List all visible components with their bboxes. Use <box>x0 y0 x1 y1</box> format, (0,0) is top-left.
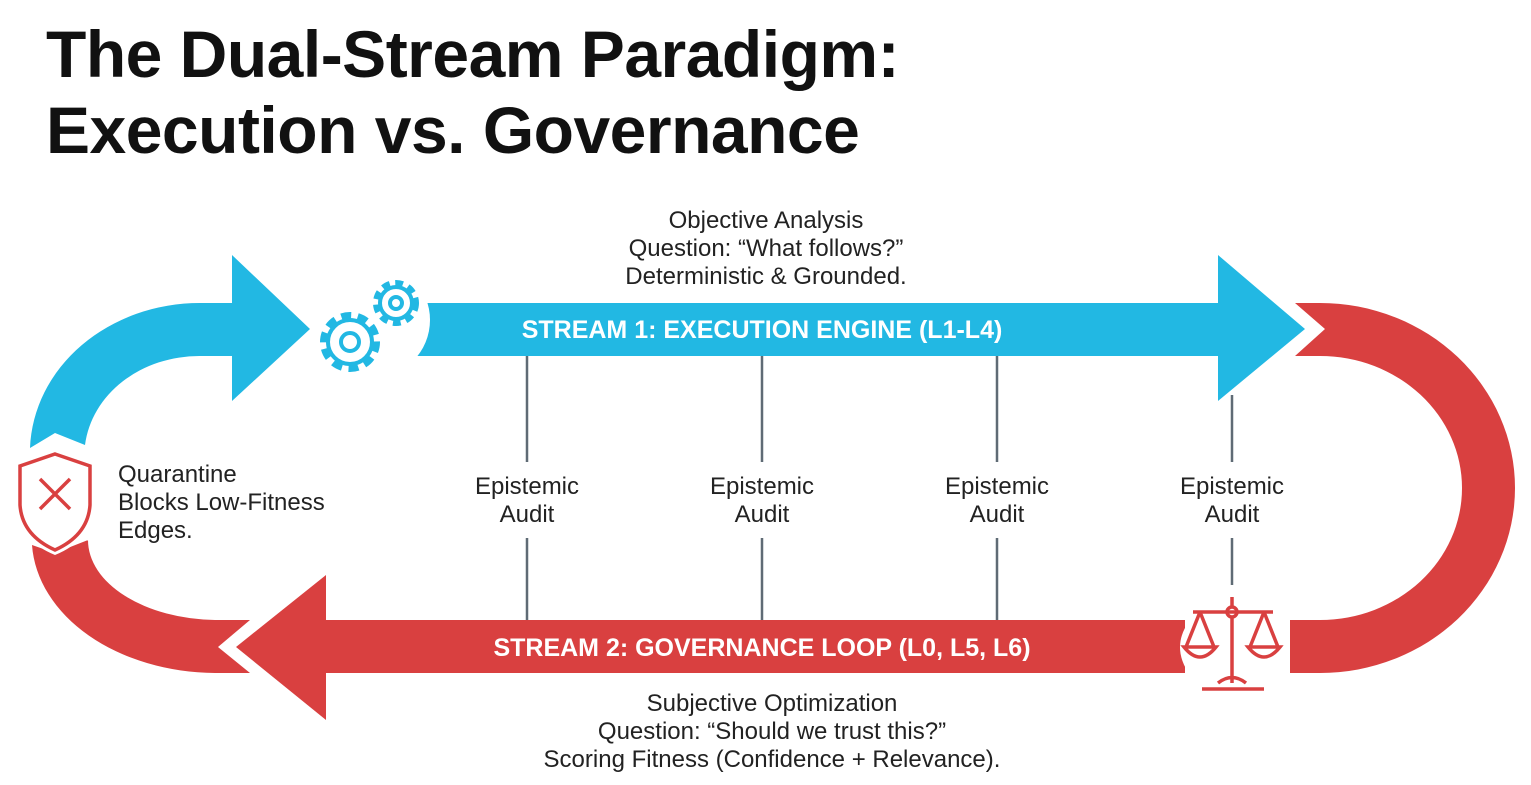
audit-label-1: Epistemic <box>1180 473 1284 500</box>
audit-connectors <box>525 356 1234 620</box>
page-title: The Dual-Stream Paradigm:Execution vs. G… <box>46 16 900 168</box>
stream1-arrows <box>30 255 1305 448</box>
epistemic-audit-2: Epistemic Audit <box>710 473 814 528</box>
epistemic-audit-3: Epistemic Audit <box>945 473 1049 528</box>
stream1-label: STREAM 1: EXECUTION ENGINE (L1-L4) <box>522 316 1003 344</box>
stream2-main-arrow <box>236 575 1185 720</box>
audit-label-2: Audit <box>1205 501 1260 528</box>
epistemic-audit-4: Epistemic Audit <box>1180 473 1284 528</box>
stream1-left-arc <box>30 255 310 448</box>
audit-label-2: Audit <box>970 501 1025 528</box>
audit-label-1: Epistemic <box>945 473 1049 500</box>
stream2-left-arc <box>32 540 250 673</box>
gears-icon <box>314 262 430 378</box>
stream1-caption-3: Deterministic & Grounded. <box>625 263 906 290</box>
quarantine-line-3: Edges. <box>118 517 193 544</box>
quarantine-line-2: Blocks Low-Fitness <box>118 489 325 516</box>
title-line-2: Execution vs. Governance <box>46 93 860 167</box>
title-line-1: The Dual-Stream Paradigm: <box>46 17 900 91</box>
stream1-main-arrow <box>395 255 1305 401</box>
shield-x-icon <box>15 448 95 555</box>
stream1-caption-2: Question: “What follows?” <box>629 235 904 262</box>
stream2-label: STREAM 2: GOVERNANCE LOOP (L0, L5, L6) <box>493 634 1030 662</box>
audit-label-2: Audit <box>735 501 790 528</box>
audit-label-2: Audit <box>500 501 555 528</box>
stream2-caption-3: Scoring Fitness (Confidence + Relevance)… <box>544 746 1001 773</box>
stream1-caption-1: Objective Analysis <box>669 207 864 234</box>
stream2-caption-2: Question: “Should we trust this?” <box>598 718 946 745</box>
audit-label-1: Epistemic <box>475 473 579 500</box>
stream2-caption-1: Subjective Optimization <box>647 690 898 717</box>
audit-label-1: Epistemic <box>710 473 814 500</box>
scales-icon <box>1180 597 1285 691</box>
epistemic-audit-1: Epistemic Audit <box>475 473 579 528</box>
stream2-arrows <box>32 303 1515 720</box>
stream2-right-arc <box>1290 303 1515 673</box>
quarantine-title: Quarantine <box>118 461 237 488</box>
